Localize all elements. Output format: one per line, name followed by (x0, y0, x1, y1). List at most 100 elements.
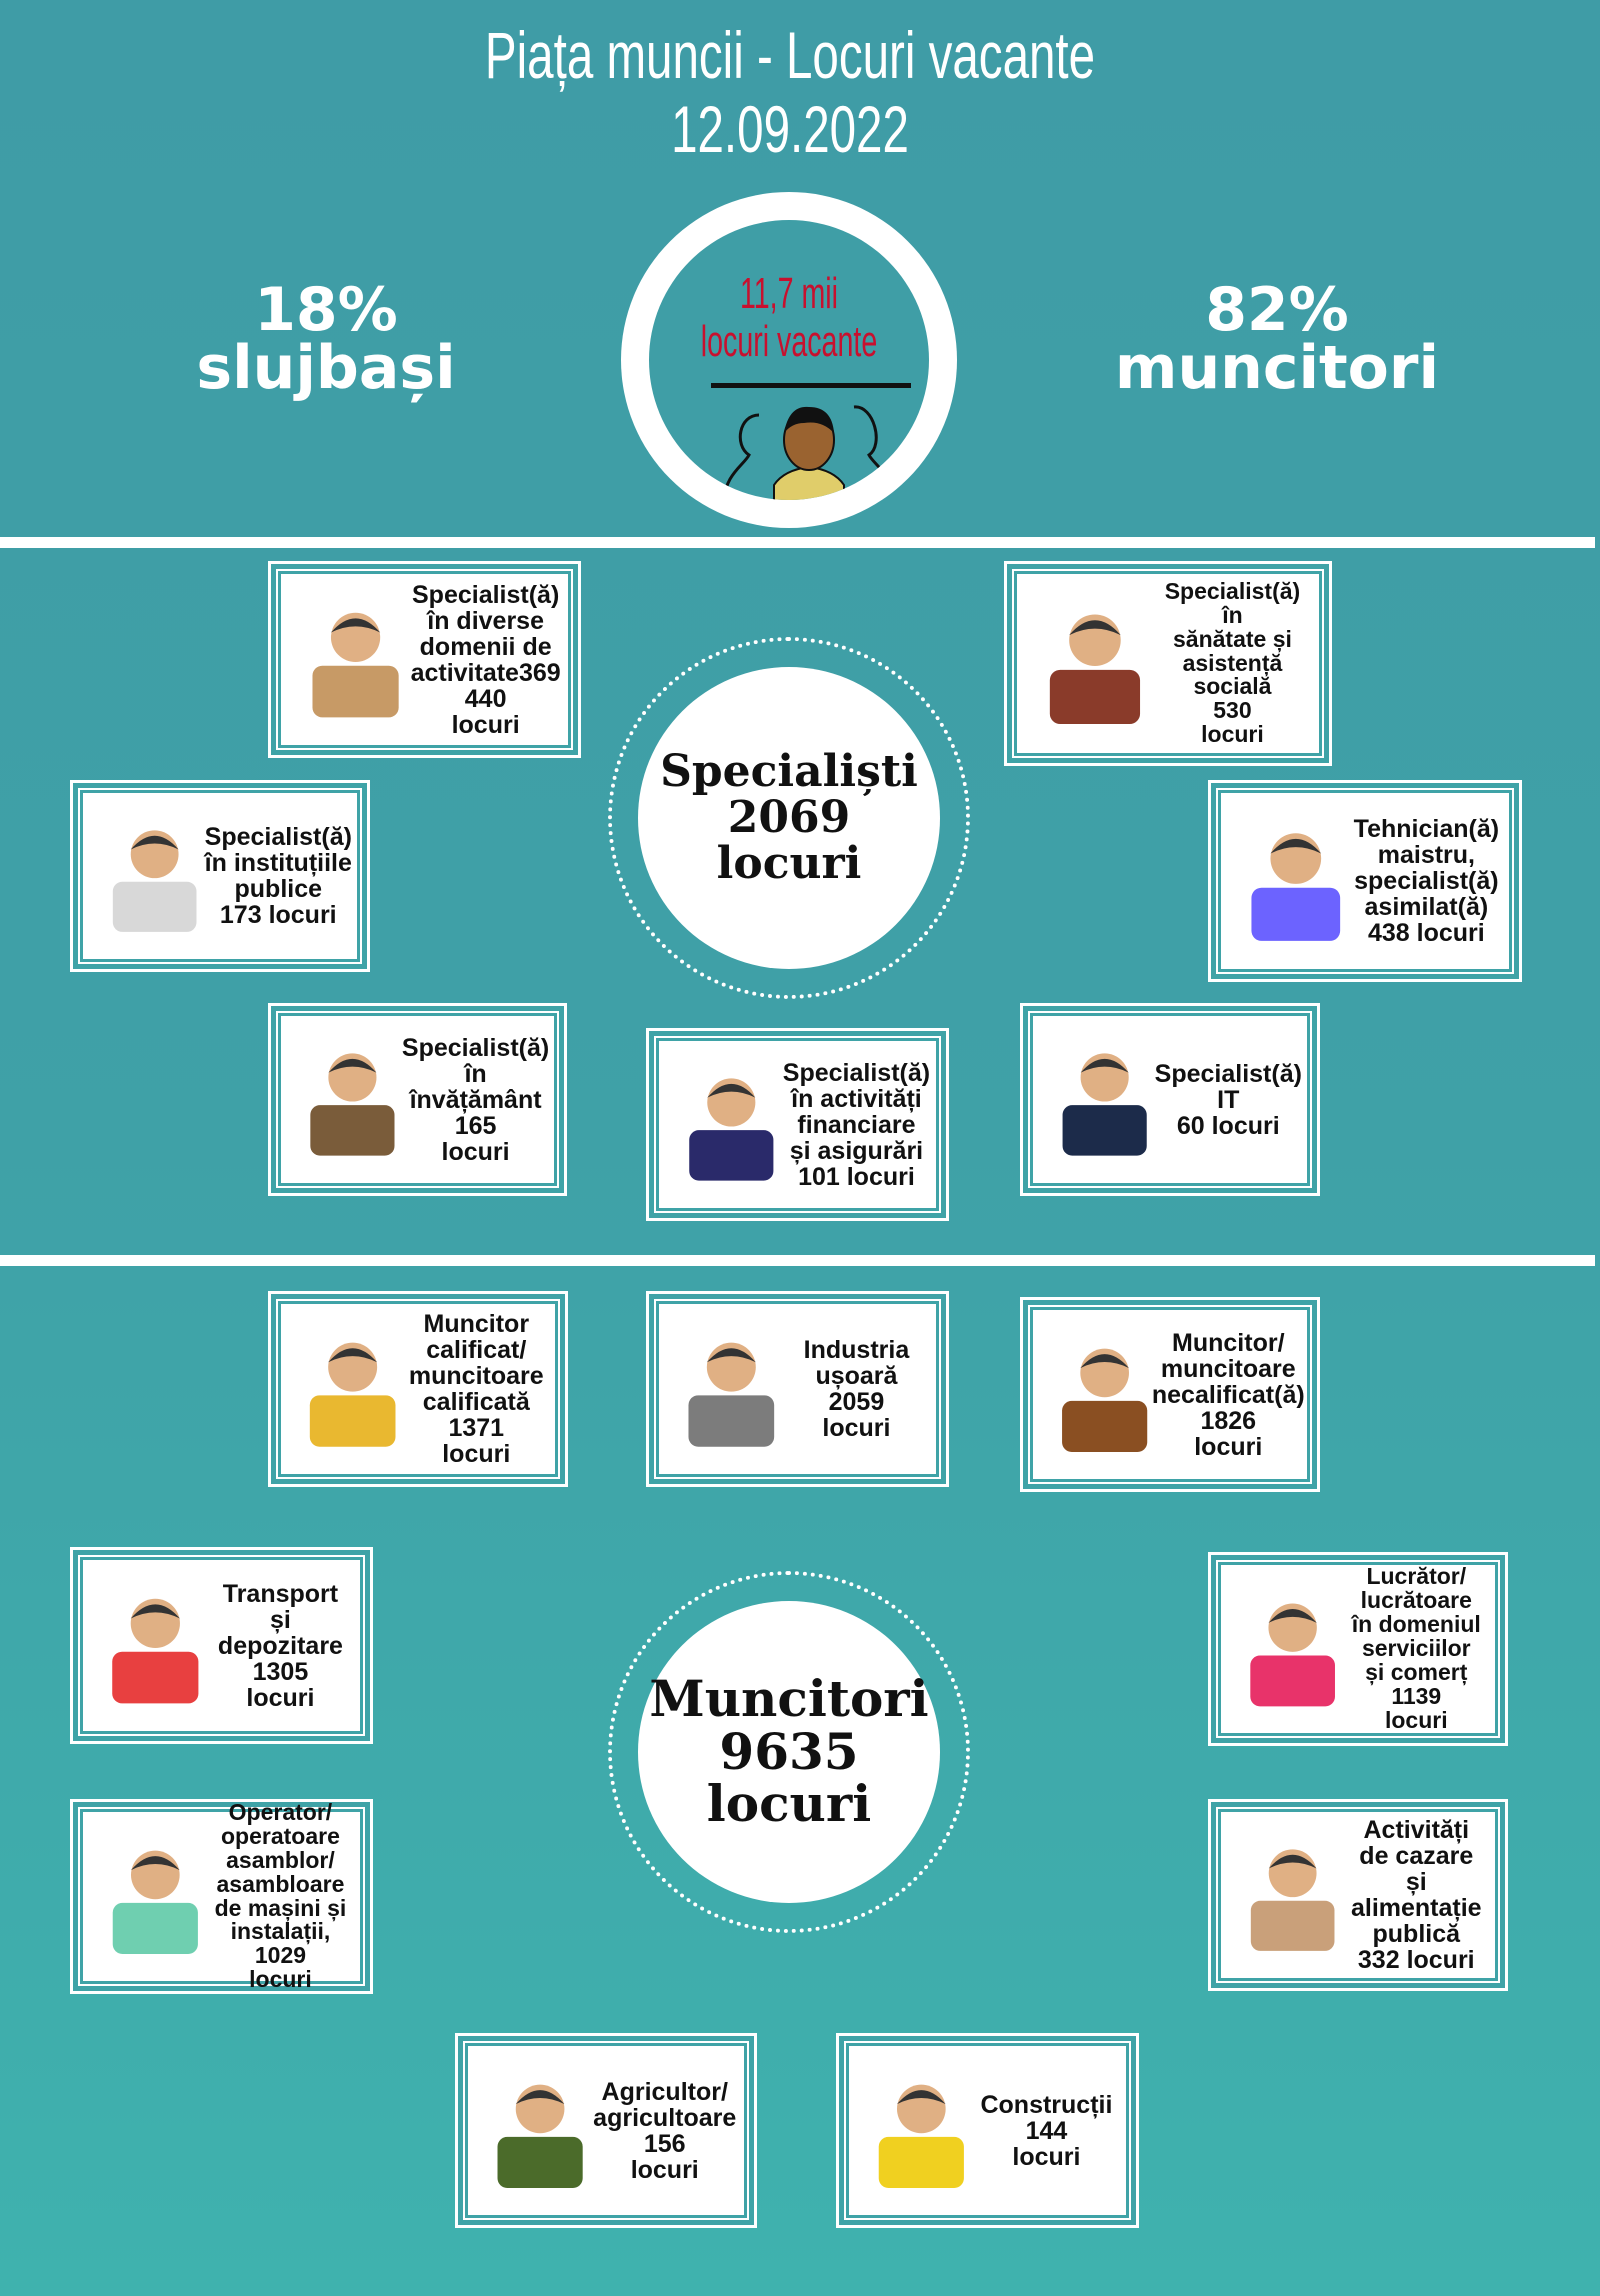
card-line: alimentație (1350, 1894, 1482, 1922)
card-line: locuri (442, 1440, 511, 1468)
card-line: Specialist(ă) (401, 1033, 550, 1062)
right-percent: 82% (1205, 275, 1349, 345)
card-line: Lucrător/ (1366, 1563, 1467, 1590)
card-line: muncitoare (408, 1362, 544, 1390)
divider (711, 383, 911, 388)
specialisti-ring (608, 637, 970, 999)
card-line: 101 locuri (798, 1162, 915, 1191)
teacher-icon (310, 1053, 395, 1157)
card-line: 1371 (448, 1414, 505, 1442)
card-line: Industria (803, 1336, 910, 1364)
card-line: calificată (422, 1388, 530, 1416)
section-divider-top (0, 537, 1595, 548)
suit-icon (688, 1342, 775, 1447)
card-line: asimilat(ă) (1364, 893, 1489, 921)
chef-icon (1250, 1849, 1335, 1952)
card-line: Agricultor/ (601, 2077, 728, 2106)
muncitori-circle: Muncitori 9635 locuri (638, 1601, 940, 1903)
card-line: Operator/ (228, 1798, 333, 1825)
card-line: 530 (1213, 697, 1252, 724)
specialisti-unit: locuri (716, 838, 862, 890)
computer-desk-icon (1062, 1053, 1147, 1157)
card-line: necalificat(ă) (1151, 1380, 1305, 1409)
card-line: 165 (454, 1111, 497, 1140)
farmer-icon (497, 2084, 583, 2188)
card-line: în diverse (427, 606, 544, 635)
card-line: serviciilor (1361, 1635, 1471, 1662)
muncitori-ring (608, 1571, 970, 1933)
left-percent: 18% (254, 275, 398, 345)
card-line: 173 locuri (219, 901, 337, 929)
card-line: asambloare (216, 1870, 345, 1897)
page-title: Piața muncii - Locuri vacante (484, 18, 1096, 92)
card-line: domenii de (419, 632, 552, 661)
total-label: locuri vacante (700, 317, 878, 366)
card-line: 2059 (828, 1388, 885, 1416)
muncitori-count: 9635 (719, 1721, 859, 1781)
card-line: activitate369 (410, 658, 561, 687)
card-line: Specialist(ă) (204, 823, 352, 851)
card-line: locuri (1012, 2142, 1081, 2171)
card-line: Transport (222, 1579, 339, 1608)
section-divider-middle (0, 1255, 1595, 1266)
card-line: în (464, 1059, 487, 1088)
overalls-icon (1062, 1348, 1148, 1452)
card-line: Muncitor/ (1172, 1328, 1285, 1357)
card-line: muncitoare (1160, 1354, 1296, 1383)
card-line: 1305 (252, 1657, 309, 1686)
card-line: publice (234, 875, 323, 903)
card-line: asistență (1182, 649, 1283, 676)
card-line: și (270, 1605, 291, 1634)
left-label: slujbași (196, 333, 456, 403)
card-line: ușoară (815, 1362, 898, 1390)
card-line: 440 (464, 684, 507, 713)
card-line: agricultoare (593, 2103, 737, 2132)
card-line: locuri (451, 710, 520, 739)
fuel-pump-icon (112, 1850, 198, 1954)
shopping-woman-icon (1250, 1603, 1335, 1706)
card-line: de cazare (1359, 1842, 1474, 1870)
total-value: 11,7 mii (739, 269, 839, 318)
total-vacancies-badge: 11,7 mii locuri vacante (621, 192, 957, 528)
card-line: în activități (791, 1084, 922, 1113)
card-line: în domeniul (1351, 1611, 1481, 1638)
card-line: Tehnician(ă) (1353, 815, 1500, 843)
card-line: maistru, (1377, 841, 1475, 869)
card-text: Tehnician(ă)maistru,specialist(ă)asimila… (1346, 793, 1507, 969)
page-date: 12.09.2022 (671, 92, 909, 166)
card-line: Specialist(ă) (1154, 1059, 1302, 1088)
card-line: locuri (1201, 721, 1264, 748)
specialisti-title: Specialiști (660, 745, 918, 797)
specialisti-circle: Specialiști 2069 locuri (638, 667, 940, 969)
card-line: financiare (797, 1110, 916, 1139)
card-line: operatoare (221, 1822, 340, 1849)
card-line: 438 locuri (1368, 919, 1485, 947)
